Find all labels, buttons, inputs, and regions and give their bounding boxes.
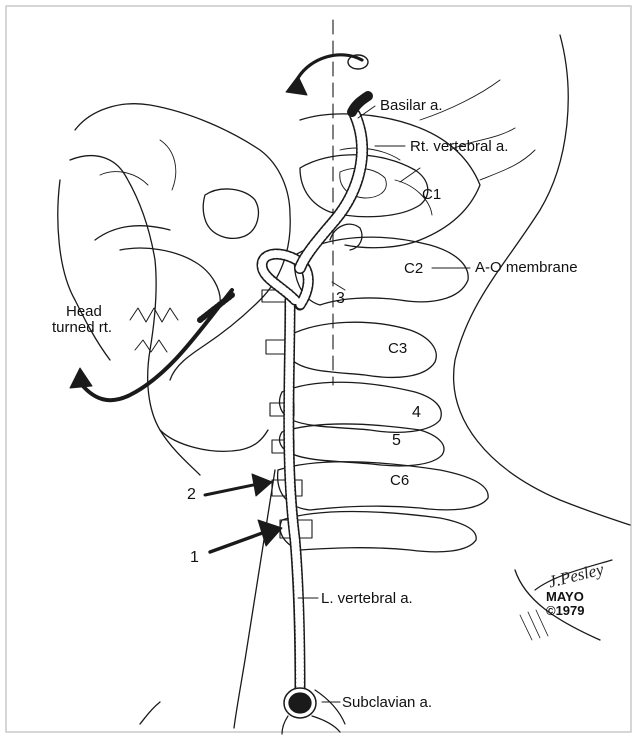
- vertebra-c3: [286, 322, 437, 377]
- label-rt-vertebral: Rt. vertebral a.: [410, 139, 508, 154]
- label-five: 5: [392, 433, 401, 449]
- basilar-artery: [352, 96, 368, 112]
- rotation-arrow-top: [286, 55, 368, 95]
- label-three: 3: [336, 291, 345, 307]
- label-head-turned-2: turned rt.: [52, 320, 112, 335]
- label-four: 4: [412, 405, 421, 421]
- label-basilar: Basilar a.: [380, 98, 443, 113]
- left-vertebral-artery: [289, 300, 300, 690]
- subclavian-artery: [282, 688, 345, 734]
- leader-lines: [298, 106, 470, 702]
- throat-line: [140, 702, 160, 724]
- vertebra-c7: [280, 512, 476, 552]
- neck-outline-front: [234, 470, 275, 728]
- label-c2: C2: [404, 261, 423, 276]
- zygomatic: [95, 226, 170, 240]
- compression-arrow-2: [205, 474, 272, 496]
- scalp-hair: [420, 80, 535, 180]
- label-ao-membrane: A-O membrane: [475, 260, 578, 275]
- label-head-turned-1: Head: [66, 304, 102, 319]
- jaw-lower: [160, 430, 268, 451]
- label-l-vertebral: L. vertebral a.: [321, 591, 413, 606]
- hatching: [520, 610, 548, 640]
- right-vertebral-artery: [300, 115, 362, 268]
- skull-outline: [75, 104, 290, 380]
- skull-inner: [100, 140, 176, 190]
- credit-mayo: MAYO: [546, 590, 585, 604]
- maxilla: [120, 248, 220, 305]
- compression-arrow-1: [210, 520, 282, 552]
- vertebra-c5: [280, 424, 444, 466]
- orbit: [203, 189, 258, 238]
- credit-year: ©1979: [546, 604, 585, 618]
- credit-block: MAYO ©1979: [546, 590, 585, 617]
- frame-border: [6, 6, 631, 732]
- vertebra-c6: [278, 462, 489, 510]
- label-c1: C1: [422, 187, 441, 202]
- label-c3: C3: [388, 341, 407, 356]
- label-two: 2: [187, 487, 196, 503]
- label-c6: C6: [390, 473, 409, 488]
- neck-outline-back: [454, 35, 630, 525]
- label-one: 1: [190, 550, 199, 566]
- label-subclavian: Subclavian a.: [342, 695, 432, 710]
